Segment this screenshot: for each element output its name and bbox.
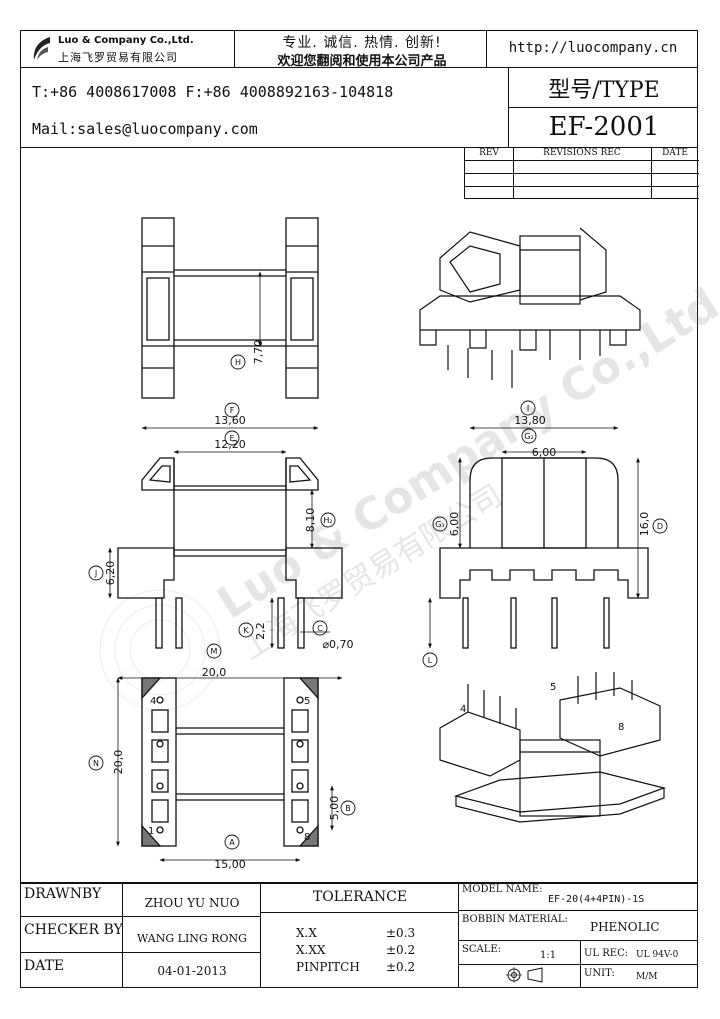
scale-value: 1:1 xyxy=(540,950,557,961)
dimension-markers xyxy=(88,354,668,850)
dim-B: 5,00 xyxy=(328,796,341,821)
dim-M: 20,0 xyxy=(202,666,227,679)
revisions-table: REV REVISIONS REC DATE xyxy=(464,147,699,199)
header-vline-2 xyxy=(486,30,487,67)
header-divider xyxy=(20,67,698,68)
marker-N: N xyxy=(93,759,99,768)
bottom-view xyxy=(116,676,343,862)
revisions-rec-header: REVISIONS REC xyxy=(543,148,621,158)
dim-D: 16,0 xyxy=(638,512,651,537)
dim-J: 6,20 xyxy=(104,561,117,586)
company-name: Luo & Company Co.,Ltd. xyxy=(58,35,194,46)
scale-label: SCALE: xyxy=(462,944,502,955)
unit-label: UNIT: xyxy=(584,968,615,979)
marker-M: M xyxy=(211,647,218,656)
bobbin-material-label: BOBBIN MATERIAL: xyxy=(462,914,568,925)
marker-G1: G₁ xyxy=(435,520,444,529)
drawn-by-value: ZHOU YU NUO xyxy=(144,896,240,910)
contact-divider xyxy=(20,147,698,148)
pin-5-label: 5 xyxy=(304,696,310,707)
unit-value: M/M xyxy=(636,972,658,982)
checker-value: WANG LING RONG xyxy=(137,932,247,945)
dim-G2: 6,00 xyxy=(532,446,557,459)
marker-J: J xyxy=(94,569,97,578)
marker-D: D xyxy=(657,522,663,531)
website-link[interactable]: http://luocompany.cn xyxy=(508,40,678,56)
model-number: EF-2001 xyxy=(548,112,660,142)
pin-8-label: 8 xyxy=(304,832,310,843)
date-label: DATE xyxy=(24,958,65,974)
company-logo-block: Luo & Company Co.,Ltd. 上海飞罗贸易有限公司 xyxy=(28,34,228,64)
company-name-cn: 上海飞罗贸易有限公司 xyxy=(58,51,178,64)
type-hline xyxy=(508,107,698,108)
marker-G2: G₂ xyxy=(524,432,533,441)
dim-F: 13,60 xyxy=(214,414,246,427)
marker-A: A xyxy=(229,838,235,847)
model-name-label: MODEL NAME: xyxy=(462,884,543,895)
model-name-value: EF-20(4+4PIN)-1S xyxy=(548,894,645,905)
dim-G1: 6,00 xyxy=(448,512,461,537)
marker-H: H xyxy=(235,358,241,367)
drawing-frame xyxy=(20,30,698,988)
pin-1-label: 1 xyxy=(148,826,154,837)
top-view xyxy=(141,217,319,399)
dim-C: ⌀0,70 xyxy=(322,638,353,651)
phone-fax: T:+86 4008617008 F:+86 4008892163-104818 xyxy=(32,83,394,101)
slogan-line2: 欢迎您翻阅和使用本公司产品 xyxy=(277,54,447,69)
tol-val-2: ±0.2 xyxy=(386,943,416,957)
marker-B: B xyxy=(345,804,351,813)
projection-symbol-icon xyxy=(506,967,543,983)
iso-pin-8: 8 xyxy=(618,722,624,733)
dim-I: 13,80 xyxy=(514,414,546,427)
marker-C: C xyxy=(317,624,323,633)
dim-N: 20,0 xyxy=(112,750,125,775)
date-value: 04-01-2013 xyxy=(157,964,227,978)
slogan-line1: 专业. 诚信. 热情. 创新! xyxy=(282,35,442,51)
drawn-by-label: DRAWNBY xyxy=(24,886,102,902)
type-label: 型号/TYPE xyxy=(548,78,660,103)
rev-header: REV xyxy=(479,148,499,158)
date-header: DATE xyxy=(662,148,688,158)
dim-E: 12,20 xyxy=(214,438,246,451)
marker-I: I xyxy=(527,404,529,413)
iso-pin-4: 4 xyxy=(460,704,466,715)
marker-K: K xyxy=(243,626,249,635)
tol-key-2: X.XX xyxy=(296,943,326,957)
dim-H2: 8,10 xyxy=(304,508,317,533)
dim-H: 7,70 xyxy=(252,340,265,365)
tolerance-label: TOLERANCE xyxy=(312,889,408,905)
isometric-top-view xyxy=(419,227,641,388)
company-logo-icon xyxy=(33,37,50,60)
iso-pin-5: 5 xyxy=(550,682,556,693)
dim-K: 2,2 xyxy=(254,622,267,640)
tol-key-3: PINPITCH xyxy=(296,960,360,974)
tol-key-1: X.X xyxy=(296,926,317,940)
marker-F: F xyxy=(230,406,235,415)
checker-label: CHECKER BY xyxy=(24,922,123,938)
marker-H2: H₂ xyxy=(323,516,332,525)
side-view xyxy=(428,426,649,649)
tol-val-3: ±0.2 xyxy=(386,960,416,974)
dim-A: 15,00 xyxy=(214,858,246,871)
pin-4-label: 4 xyxy=(150,696,156,707)
tol-val-1: ±0.3 xyxy=(386,926,416,940)
isometric-bottom-view xyxy=(439,672,667,823)
watermark: Luo & Company Co.,Ltd 上海飞罗贸易有限公司 xyxy=(99,279,720,711)
header-vline-1 xyxy=(234,30,235,67)
marker-E: E xyxy=(229,434,234,443)
title-block-top xyxy=(20,882,698,884)
email-address[interactable]: Mail:sales@luocompany.com xyxy=(32,120,258,138)
bobbin-material-value: PHENOLIC xyxy=(590,920,660,934)
ul-rec-value: UL 94V-0 xyxy=(636,950,679,960)
ul-rec-label: UL REC: xyxy=(584,948,629,959)
marker-L: L xyxy=(428,656,433,665)
front-view xyxy=(108,426,343,649)
